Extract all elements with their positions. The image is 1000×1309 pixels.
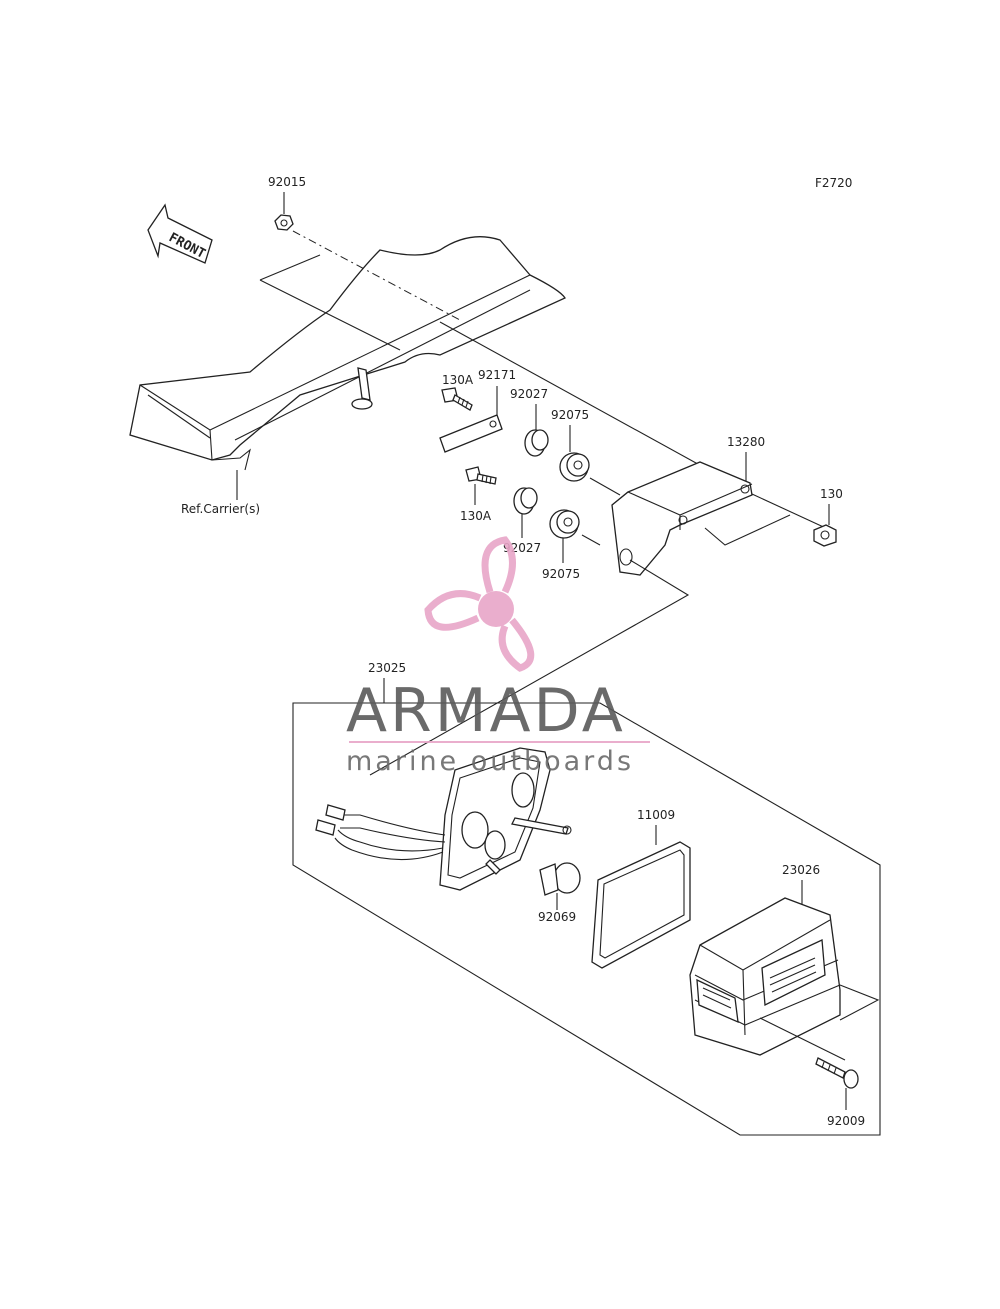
gasket-11009-part	[591, 841, 691, 969]
carrier-reference-part	[129, 236, 566, 471]
grommet-92075-bottom-part	[549, 509, 580, 539]
lens-cover-23026-part	[689, 897, 841, 1056]
nut-92015-part	[274, 214, 294, 231]
part-label-92027-top: 92027	[510, 387, 548, 401]
part-label-23025: 23025	[368, 661, 406, 675]
part-label-92075-top: 92075	[551, 408, 589, 422]
bolt-130-part	[813, 524, 837, 547]
ref-carrier-label: Ref.Carrier(s)	[181, 502, 260, 516]
part-label-92009: 92009	[827, 1114, 865, 1128]
part-label-130: 130	[820, 487, 843, 501]
part-label-11009: 11009	[637, 808, 675, 822]
part-label-92069: 92069	[538, 910, 576, 924]
part-label-92171: 92171	[478, 368, 516, 382]
bolt-130a-top-part	[441, 387, 473, 411]
plate-92171-part	[439, 414, 503, 453]
part-label-130a-bottom: 130A	[460, 509, 492, 523]
bulb-92069-part	[539, 862, 581, 896]
part-label-92015: 92015	[268, 175, 306, 189]
bracket-13280-part	[611, 461, 753, 576]
assembly-outline	[292, 702, 881, 1136]
watermark-tagline: marine outboards	[346, 746, 634, 777]
part-label-13280: 13280	[727, 435, 765, 449]
bolt-130a-bottom-part	[465, 466, 497, 485]
front-arrow-icon: FRONT	[147, 203, 213, 264]
lamp-base-part	[315, 747, 572, 891]
bushing-92027-bottom-part	[513, 487, 538, 515]
part-label-130a-top: 130A	[442, 373, 474, 387]
armada-logo: ARMADA marine outboards	[346, 536, 650, 777]
screw-92009-part	[815, 1057, 859, 1089]
part-label-92075-bottom: 92075	[542, 567, 580, 581]
figure-id: F2720	[815, 176, 852, 190]
watermark-brand: ARMADA	[346, 676, 626, 746]
part-label-23026: 23026	[782, 863, 820, 877]
bushing-92027-top-part	[524, 429, 549, 457]
grommet-92075-top-part	[559, 452, 590, 482]
